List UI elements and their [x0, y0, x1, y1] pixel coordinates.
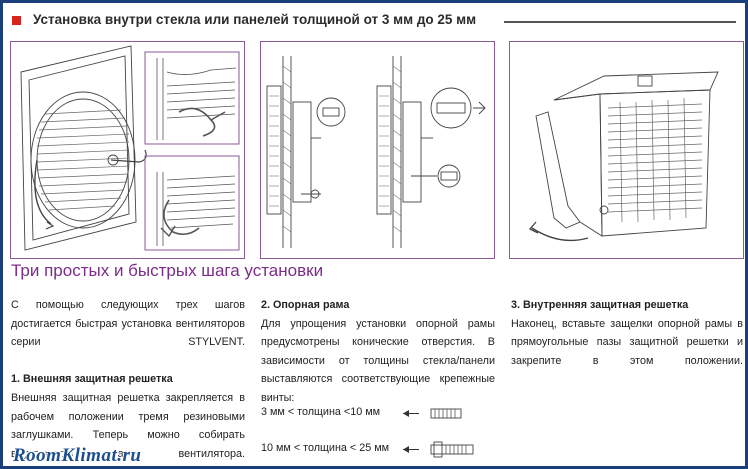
short-screw-icon — [403, 408, 462, 419]
screw-row-short: 3 мм < толщина <10 мм — [261, 404, 495, 423]
illustration-inner-grille — [509, 41, 744, 259]
step2-body: Для упрощения установки опорной рамы пре… — [261, 317, 495, 404]
column-step3: 3. Внутренняя защитная решетка Наконец, … — [511, 296, 743, 370]
long-screw-icon — [403, 441, 474, 458]
screw-label-long: 10 мм < толщина < 25 мм — [261, 442, 390, 454]
intro-text: С помощью следующих трех шагов достигает… — [11, 299, 245, 349]
header-divider — [504, 21, 736, 23]
section-header: Установка внутри стекла или панелей толщ… — [9, 10, 737, 32]
column-intro-step1: С помощью следующих трех шагов достигает… — [11, 296, 245, 463]
step3-body: Наконец, вставьте защелки опорной рамы в… — [511, 317, 743, 367]
screw-label-short: 3 мм < толщина <10 мм — [261, 406, 381, 418]
step2-heading: 2. Опорная рама — [261, 299, 350, 311]
column-step2: 2. Опорная рама Для упрощения установки … — [261, 296, 495, 408]
step3-heading: 3. Внутренняя защитная решетка — [511, 299, 689, 311]
screw-row-long: 10 мм < толщина < 25 мм — [261, 440, 495, 459]
step1-body: Внешняя защитная решетка закрепляется в … — [11, 391, 245, 460]
red-bullet-icon — [12, 16, 21, 25]
illustration-support-frame — [260, 41, 495, 259]
steps-subtitle: Три простых и быстрых шага установки — [11, 261, 324, 280]
section-title: Установка внутри стекла или панелей толщ… — [33, 12, 477, 27]
site-watermark: RoomKlimat.ru — [13, 445, 142, 466]
illustration-outer-grille — [10, 41, 245, 259]
step1-heading: 1. Внешняя защитная решетка — [11, 373, 173, 386]
